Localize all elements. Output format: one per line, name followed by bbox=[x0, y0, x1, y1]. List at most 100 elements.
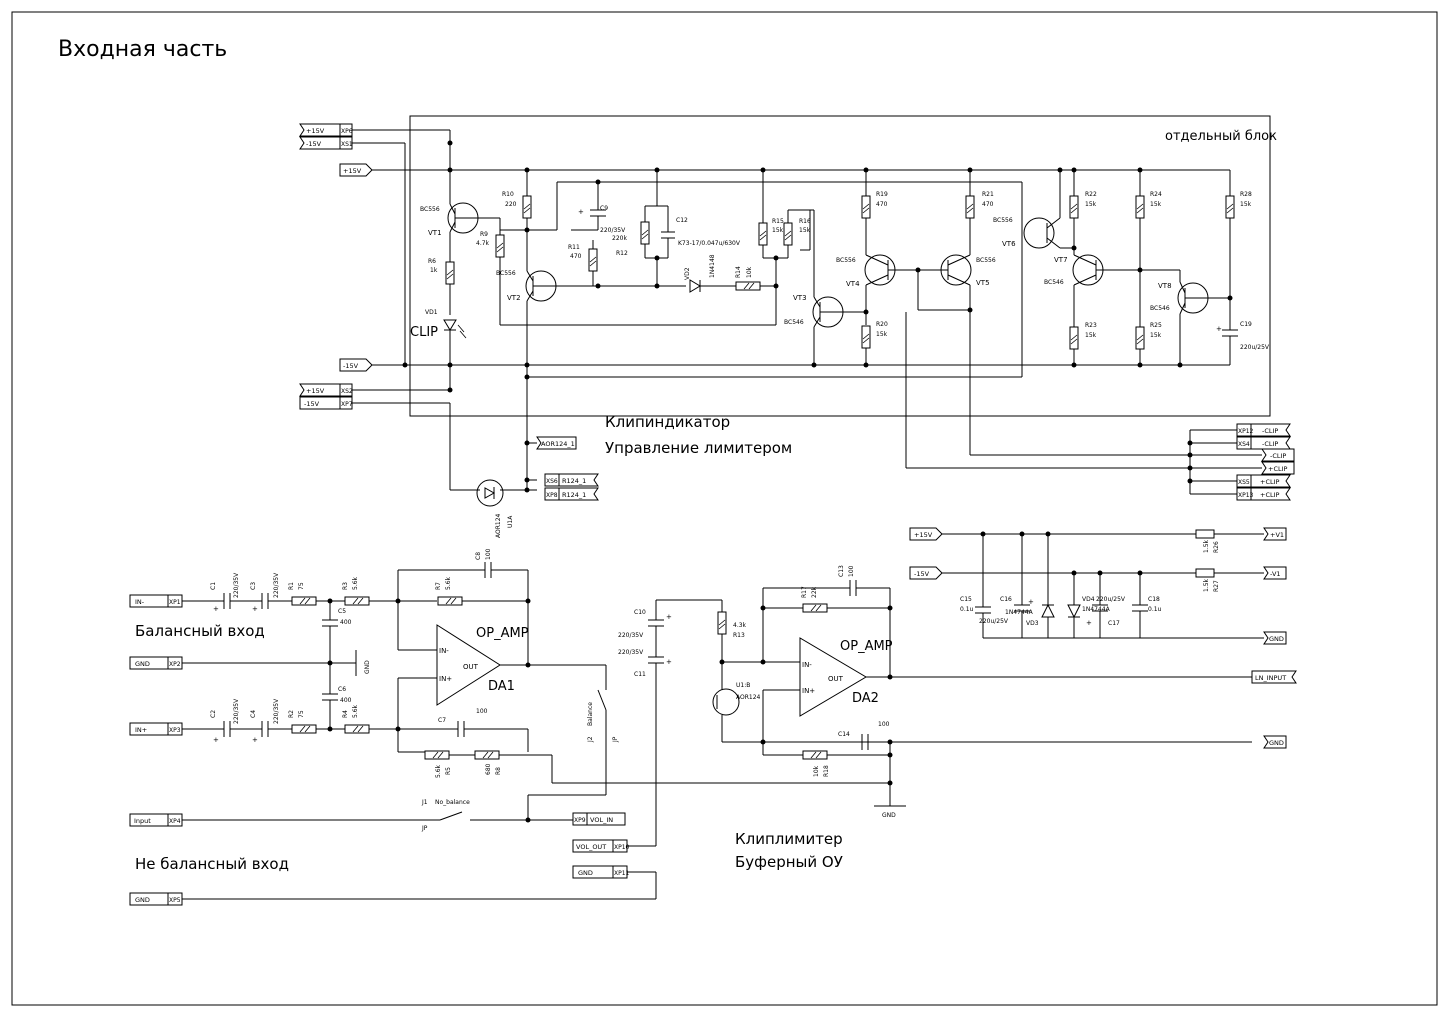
caption-balanced-input: Балансный вход bbox=[135, 622, 265, 640]
ground-symbol-da2: GND bbox=[874, 805, 906, 819]
svg-text:BC546: BC546 bbox=[784, 319, 804, 326]
resistor-r2 bbox=[291, 724, 317, 734]
svg-text:GND: GND bbox=[135, 660, 150, 668]
resistor-r23 bbox=[1069, 326, 1079, 350]
svg-text:VT1: VT1 bbox=[428, 229, 442, 237]
svg-text:+: + bbox=[666, 613, 672, 621]
svg-text:IN-: IN- bbox=[135, 598, 145, 606]
capacitor-c7: C7 100 bbox=[438, 708, 488, 737]
resistor-r22 bbox=[1069, 195, 1079, 219]
svg-text:GND: GND bbox=[1269, 739, 1284, 747]
resistor-r14 bbox=[735, 281, 761, 291]
svg-text:XP3: XP3 bbox=[169, 727, 181, 734]
svg-text:220/35V: 220/35V bbox=[600, 227, 626, 234]
svg-text:VD3: VD3 bbox=[1026, 620, 1039, 627]
svg-text:+CLIP: +CLIP bbox=[1260, 491, 1280, 499]
transistor-vt1: BC556 VT1 bbox=[420, 170, 500, 237]
capacitor-c8: C8 100 bbox=[475, 548, 492, 578]
svg-text:+: + bbox=[252, 736, 258, 744]
capacitor-c1: + C1 220/35V bbox=[210, 572, 240, 613]
svg-text:XP4: XP4 bbox=[169, 818, 181, 825]
resistor-r8 bbox=[474, 750, 500, 760]
svg-text:+15V: +15V bbox=[306, 387, 325, 395]
capacitor-c5: C5 400 bbox=[322, 608, 352, 627]
r15-val: 15k bbox=[772, 227, 784, 234]
r27-val: 1.5k bbox=[1203, 578, 1210, 592]
svg-text:C5: C5 bbox=[338, 608, 346, 615]
r11-ref: R11 bbox=[568, 244, 580, 251]
capacitor-c9: + C9 220/35V bbox=[578, 182, 626, 234]
svg-text:VD1: VD1 bbox=[425, 309, 438, 316]
resistor-r28 bbox=[1225, 195, 1235, 219]
r19-ref: R19 bbox=[876, 191, 888, 198]
svg-text:XP12: XP12 bbox=[1238, 428, 1254, 435]
r10-ref: R10 bbox=[502, 191, 514, 198]
svg-text:1N4744A: 1N4744A bbox=[1005, 609, 1034, 616]
svg-text:220u/25V: 220u/25V bbox=[979, 618, 1009, 625]
svg-text:GND: GND bbox=[882, 812, 896, 819]
svg-text:AOR124_1: AOR124_1 bbox=[541, 440, 575, 448]
r13-val: 4.3k bbox=[733, 622, 747, 629]
capacitor-c13: C13 100 bbox=[838, 565, 857, 596]
svg-text:OUT: OUT bbox=[828, 675, 844, 683]
capacitor-c11: + C11 220/35V bbox=[618, 649, 672, 678]
svg-text:C10: C10 bbox=[634, 609, 646, 616]
jumper-j1-no-balance[interactable]: J1 No_balance JP bbox=[421, 799, 470, 832]
svg-text:No_balance: No_balance bbox=[435, 799, 470, 806]
svg-text:220/35V: 220/35V bbox=[233, 572, 240, 598]
r21-ref: R21 bbox=[982, 191, 994, 198]
resistor-r20 bbox=[861, 325, 871, 349]
capacitor-c12: C12 K73-17/0.047u/630V bbox=[661, 206, 741, 258]
r26-ref: R26 bbox=[1213, 541, 1220, 553]
svg-text:IN+: IN+ bbox=[135, 726, 147, 734]
svg-text:VD2: VD2 bbox=[684, 267, 691, 280]
capacitor-c10: + C10 220/35V bbox=[618, 609, 672, 639]
svg-text:BC556: BC556 bbox=[420, 206, 440, 213]
r8-ref: R8 bbox=[495, 767, 502, 775]
svg-text:BC546: BC546 bbox=[1150, 305, 1170, 312]
r9-ref: R9 bbox=[480, 231, 488, 238]
svg-text:BC556: BC556 bbox=[993, 217, 1013, 224]
svg-text:OP_AMP: OP_AMP bbox=[476, 626, 529, 641]
svg-text:XP11: XP11 bbox=[614, 870, 630, 877]
connector-gnd-xp5: GND XP5 bbox=[129, 892, 183, 906]
resistor-r6 bbox=[445, 261, 455, 285]
svg-text:OUT: OUT bbox=[463, 663, 479, 671]
resistor-r26 bbox=[1195, 529, 1215, 539]
r26-val: 1.5k bbox=[1203, 539, 1210, 553]
resistor-r4 bbox=[344, 724, 370, 734]
r22-val: 15k bbox=[1085, 201, 1097, 208]
r25-val: 15k bbox=[1150, 332, 1162, 339]
svg-text:100: 100 bbox=[878, 721, 890, 728]
capacitor-c4: + C4 220/35V bbox=[250, 698, 280, 744]
svg-text:R124_1: R124_1 bbox=[562, 477, 586, 485]
svg-text:+: + bbox=[213, 605, 219, 613]
svg-text:OP_AMP: OP_AMP bbox=[840, 639, 893, 654]
r3-val: 5.6k bbox=[352, 576, 359, 590]
r5-val: 5.6k bbox=[435, 764, 442, 778]
connector-clip-xp13: XP13 +CLIP bbox=[1236, 487, 1291, 501]
svg-text:+CLIP: +CLIP bbox=[1260, 478, 1280, 486]
separate-block-frame bbox=[409, 115, 1271, 417]
resistor-r24 bbox=[1135, 195, 1145, 219]
connector-in-plus-xp3: IN+ XP3 bbox=[129, 722, 183, 736]
connector-input-xp4: Input XP4 bbox=[129, 813, 183, 827]
svg-text:-15V: -15V bbox=[304, 400, 320, 408]
r7-val: 5.6k bbox=[445, 576, 452, 590]
connector-m15v-xs1: -15V XS1 bbox=[299, 136, 353, 150]
caption-unbalanced-input: Не балансный вход bbox=[135, 855, 289, 873]
svg-text:VD4: VD4 bbox=[1082, 596, 1095, 603]
jumper-j2-balance[interactable]: J2 Balance JP bbox=[587, 665, 619, 743]
svg-text:1N4744A: 1N4744A bbox=[1082, 606, 1111, 613]
opamp-da1: IN- IN+ OUT OP_AMP DA1 bbox=[436, 624, 529, 706]
transistor-vt5: BC556 VT5 bbox=[918, 254, 996, 287]
connector-gnd-xp2: GND XP2 bbox=[129, 656, 183, 670]
svg-text:JP: JP bbox=[612, 736, 619, 743]
svg-text:VT8: VT8 bbox=[1158, 282, 1172, 290]
svg-text:+15V: +15V bbox=[306, 127, 325, 135]
svg-text:LN_INPUT: LN_INPUT bbox=[1255, 674, 1286, 682]
svg-text:AOR124: AOR124 bbox=[736, 694, 761, 701]
net-label-minus-clip: -CLIP bbox=[1261, 448, 1295, 462]
diode-vd1-clip-led: VD1 CLIP bbox=[410, 309, 467, 340]
r20-val: 15k bbox=[876, 331, 888, 338]
